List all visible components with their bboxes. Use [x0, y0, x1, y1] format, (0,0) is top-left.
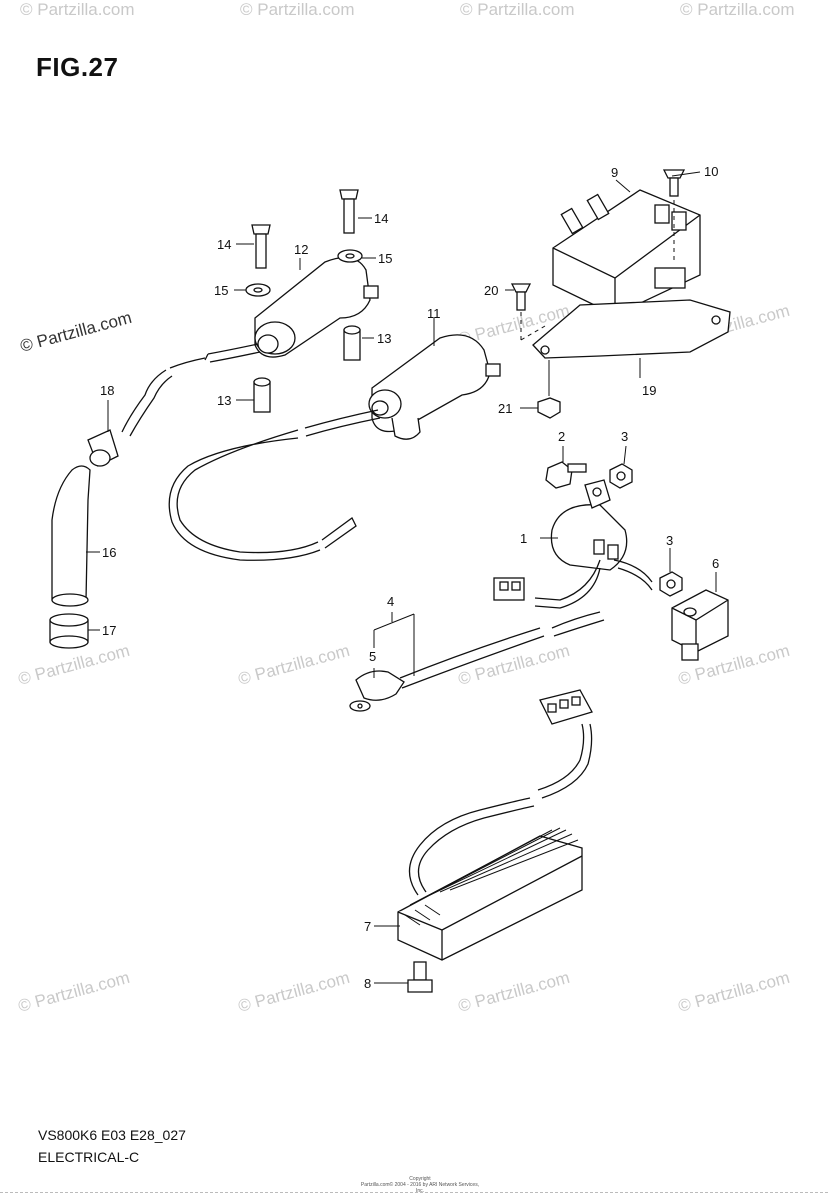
nut-hole: [666, 579, 676, 589]
callout-17: 17: [102, 623, 116, 638]
callout-12: 12: [294, 242, 308, 257]
part-12-ignition-coil: [254, 256, 379, 358]
washer-hole: [253, 287, 263, 293]
watermark-text: © Partzilla.com: [16, 968, 132, 1016]
watermark-text: © Partzilla.com: [20, 0, 135, 19]
watermark-grid: © Partzilla.com © Partzilla.com © Partzi…: [16, 0, 794, 1016]
part-4-lead: [399, 627, 545, 689]
part-9-cdi-unit: [552, 189, 701, 316]
nut-hole: [616, 471, 626, 481]
callout-11: 11: [427, 306, 441, 321]
callout-19: 19: [642, 383, 656, 398]
part-6-terminal-cover: [671, 589, 729, 661]
callout-8: 8: [364, 976, 371, 991]
callout-2: 2: [558, 429, 565, 444]
callout-14: 14: [374, 211, 388, 226]
regulator-wire: [408, 797, 535, 896]
watermark-text: © Partzilla.com: [460, 0, 575, 19]
part-16-plug-cap: [51, 465, 91, 607]
side-watermark-text: © Partzilla.com: [18, 308, 134, 356]
callout-3: 3: [621, 429, 628, 444]
callout-6: 6: [712, 556, 719, 571]
coil-lead-end: [321, 517, 357, 549]
relay-wire: [534, 559, 601, 609]
relay-wire: [613, 559, 653, 591]
callout-5: 5: [369, 649, 376, 664]
part-20-screw: [510, 283, 532, 311]
callout-18: 18: [100, 383, 114, 398]
callout-1: 1: [520, 531, 527, 546]
part-5-terminal: [349, 670, 405, 712]
regulator-connector: [539, 689, 593, 725]
callout-15: 15: [214, 283, 228, 298]
part-14-bolt: [339, 189, 359, 234]
part-13-collar: [253, 377, 271, 413]
copyright-line: Copyright: [409, 1176, 431, 1182]
callout-4: 4: [387, 594, 394, 609]
part-21-nut: [537, 397, 561, 419]
watermark-text: © Partzilla.com: [680, 0, 795, 19]
part-17-seal: [49, 613, 89, 649]
leader-lines: [86, 171, 717, 984]
relay-connector: [493, 577, 525, 601]
coil-lead: [304, 409, 381, 437]
copyright-line: Partzilla.com© 2004 - 2016 by ARI Networ…: [360, 1182, 480, 1194]
callout-3: 3: [666, 533, 673, 548]
callout-16: 16: [102, 545, 116, 560]
callout-13: 13: [217, 393, 231, 408]
regulator-wire: [537, 723, 593, 799]
plug-lead: [121, 369, 173, 437]
callout-10: 10: [704, 164, 718, 179]
part-8-bolt: [407, 961, 433, 993]
part-11-ignition-coil: [368, 334, 501, 440]
watermark-text: © Partzilla.com: [240, 0, 355, 19]
part-2-bolt: [545, 461, 587, 489]
part-14-bolt: [251, 224, 271, 269]
figure-code: VS800K6 E03 E28_027: [38, 1127, 186, 1143]
coil-lead: [169, 357, 206, 369]
callout-13: 13: [377, 331, 391, 346]
part-4-lead: [551, 611, 605, 637]
callout-20: 20: [484, 283, 498, 298]
callout-14: 14: [217, 237, 231, 252]
watermark-text: © Partzilla.com: [456, 968, 572, 1016]
callout-labels: 1 2 3 3 4 5 6 7 8 9 10 11 12 13 13 14 14…: [100, 164, 719, 991]
callout-15: 15: [378, 251, 392, 266]
bracket-hole: [711, 315, 721, 325]
callout-7: 7: [364, 919, 371, 934]
part-10-screw: [662, 169, 686, 197]
part-1-starter-relay: [550, 479, 628, 571]
coil-lead: [168, 429, 321, 561]
figure-title: FIG.27: [36, 52, 119, 82]
watermark-text: © Partzilla.com: [676, 968, 792, 1016]
bracket-hole: [540, 345, 550, 355]
watermark-text: © Partzilla.com: [236, 968, 352, 1016]
copyright-notice: Copyright Partzilla.com© 2004 - 2016 by …: [360, 1176, 480, 1194]
watermark-text: © Partzilla.com: [456, 641, 572, 689]
callout-21: 21: [498, 401, 512, 416]
figure-section: ELECTRICAL-C: [38, 1149, 140, 1165]
part-13-collar: [343, 325, 361, 361]
part-7-regulator: [397, 827, 583, 961]
page-border: [0, 1192, 828, 1193]
washer-hole: [345, 253, 355, 259]
part-19-bracket: [532, 299, 731, 359]
callout-9: 9: [611, 165, 618, 180]
watermark-text: © Partzilla.com: [236, 641, 352, 689]
coil-lead: [204, 343, 261, 363]
part-18-cap-end: [87, 429, 119, 467]
